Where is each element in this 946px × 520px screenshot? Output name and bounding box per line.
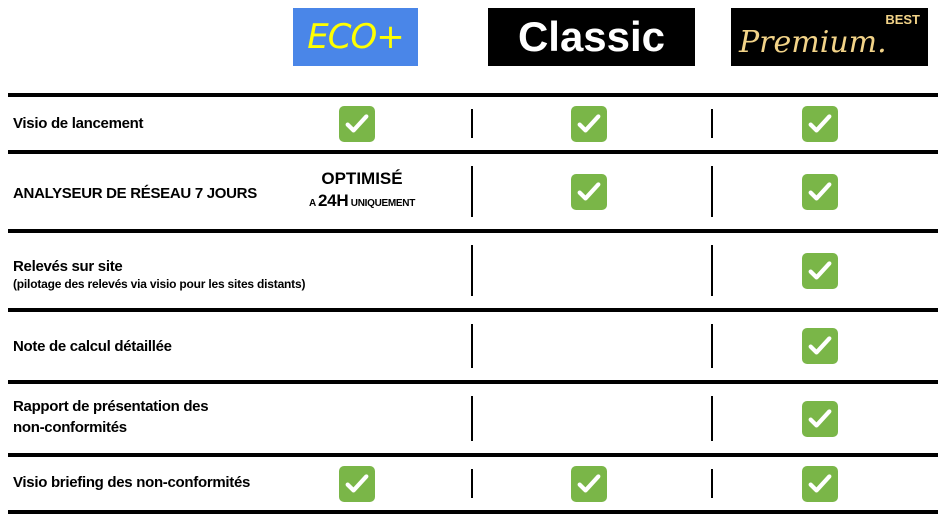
row-label: Relevés sur site (pilotage des relevés vi… [13,256,305,292]
row-label: ANALYSEUR DE RÉSEAU 7 JOURS [13,185,257,202]
note-title: OPTIMISÉ [321,169,403,188]
note-suffix: UNIQUEMENT [350,198,416,209]
row-title-line2: non-conformités [13,419,127,436]
note-prefix: A [308,198,316,209]
column-divider [711,324,713,368]
check-mark-icon [802,400,838,437]
column-divider [471,245,473,296]
check-mark-icon [802,173,838,210]
row-title: Rapport de présentation des [13,398,209,415]
column-divider [711,109,713,138]
row-label: Visio de lancement [13,115,144,132]
row-divider [8,380,938,384]
column-divider [711,245,713,296]
check-mark-icon [802,465,838,502]
plan-premium-logo: Premium.BEST [731,8,928,66]
check-mark-icon [802,328,838,364]
column-divider [471,396,473,441]
plan-eco-logo: ECO+ [293,8,418,66]
plan-classic-logo: Classic [488,8,695,66]
note-highlight: 24H [318,191,349,210]
column-divider [471,324,473,368]
check-mark-icon [571,105,607,142]
check-mark-icon [571,173,607,210]
column-divider [711,166,713,217]
column-divider [711,469,713,498]
column-divider [471,109,473,138]
plan-name: Classic [517,13,666,60]
best-badge: BEST [885,12,920,27]
row-subtitle: (pilotage des relevés via visio pour les… [13,277,306,291]
row-divider [8,93,938,97]
column-divider [711,396,713,441]
column-divider [471,166,473,217]
row-divider [8,229,938,233]
note-detail: A 24H UNIQUEMENT [306,191,418,214]
row-title: Relevés sur site [13,258,123,275]
check-mark-icon [802,105,838,142]
row-divider [8,308,938,312]
check-mark-icon [339,105,375,142]
plan-name: Premium. [739,25,887,60]
eco-optimised-note: OPTIMISÉ A 24H UNIQUEMENT [306,168,418,214]
check-mark-icon [571,465,607,502]
row-divider [8,510,938,514]
column-divider [471,469,473,498]
row-divider [8,453,938,457]
plan-name: ECO+ [307,17,404,57]
row-label: Note de calcul détaillée [13,338,172,355]
row-label: Visio briefing des non-conformités [13,474,251,491]
row-label: Rapport de présentation des non-conformit… [13,396,209,438]
row-divider [8,150,938,154]
check-mark-icon [339,465,375,502]
check-mark-icon [802,252,838,289]
